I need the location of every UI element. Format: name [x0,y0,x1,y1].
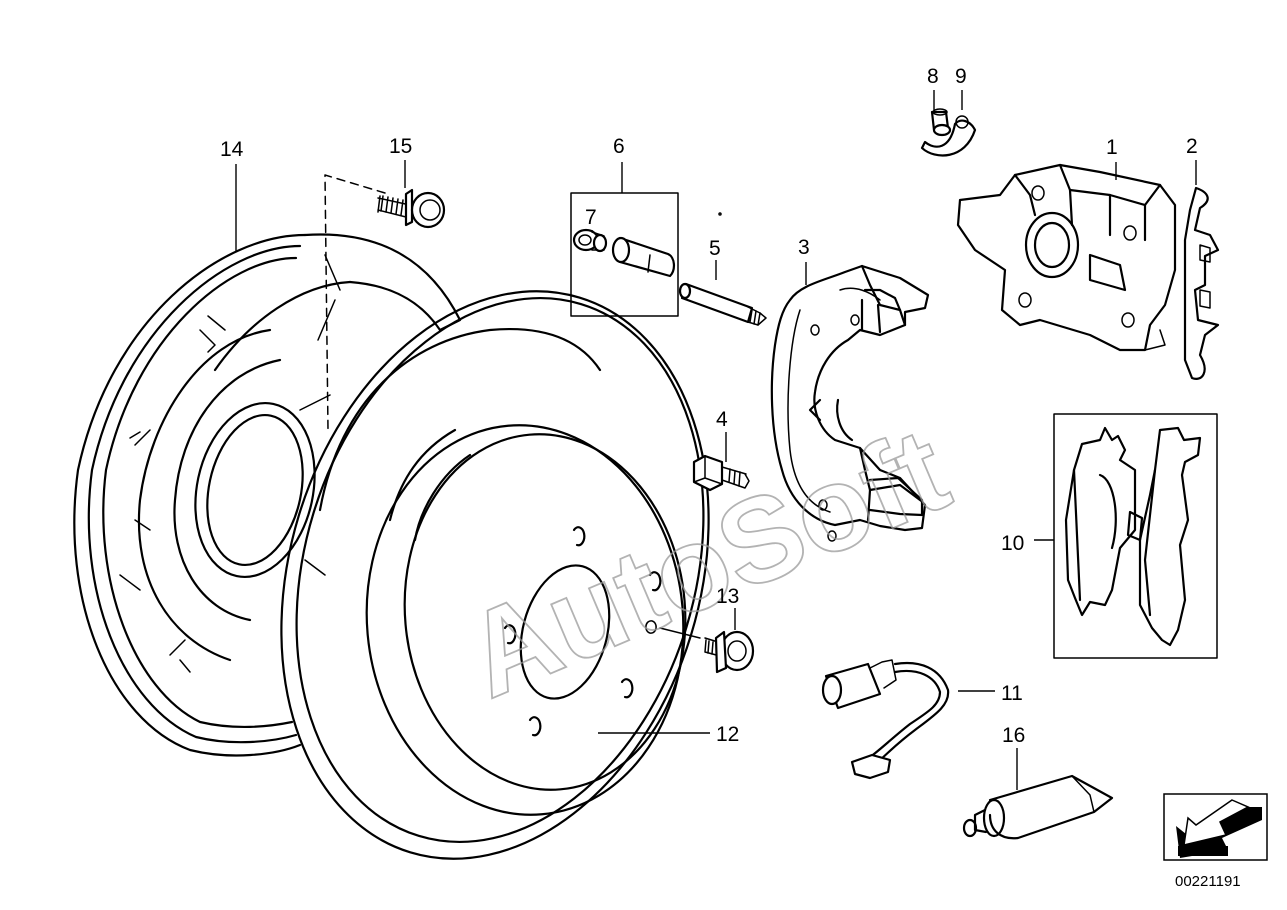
label-11: 11 [1001,682,1023,705]
part-6-guide-kit [570,162,722,317]
part-5-guide-bolt [678,260,767,326]
part-10-brake-pad-set [1034,413,1218,659]
label-16: 16 [1002,724,1025,747]
label-3: 3 [798,236,810,259]
part-11-wear-sensor [821,659,995,780]
label-12: 12 [716,723,739,746]
part-1-brake-caliper [956,162,1177,352]
label-8: 8 [927,65,939,88]
label-5: 5 [709,237,721,260]
part-13-disc-screw [659,608,755,674]
label-9: 9 [955,65,967,88]
label-7: 7 [585,206,597,229]
label-2: 2 [1186,135,1198,158]
watermark-text: AutoSoft [447,402,966,723]
label-1: 1 [1106,136,1118,159]
part-2-anti-rattle-spring [1183,160,1220,380]
label-13: 13 [716,585,739,608]
part-4-hex-bolt [692,432,750,492]
part-16-assembly-paste [962,748,1114,840]
part-12-brake-disc [280,290,710,860]
part-3-caliper-carrier [770,262,930,542]
label-4: 4 [716,408,728,431]
part-8-9-bleed-valve-and-cap [920,90,977,157]
part-15-shield-bolt [324,160,446,431]
label-14: 14 [220,138,244,161]
part-14-brake-dust-shield [73,233,462,757]
label-6: 6 [613,135,625,158]
label-15: 15 [389,135,412,158]
part-7-bush [572,228,608,253]
diagram-code: 00221191 [1175,873,1241,890]
label-10: 10 [1001,532,1024,555]
arrow-bottom-left-icon[interactable] [1163,793,1268,861]
